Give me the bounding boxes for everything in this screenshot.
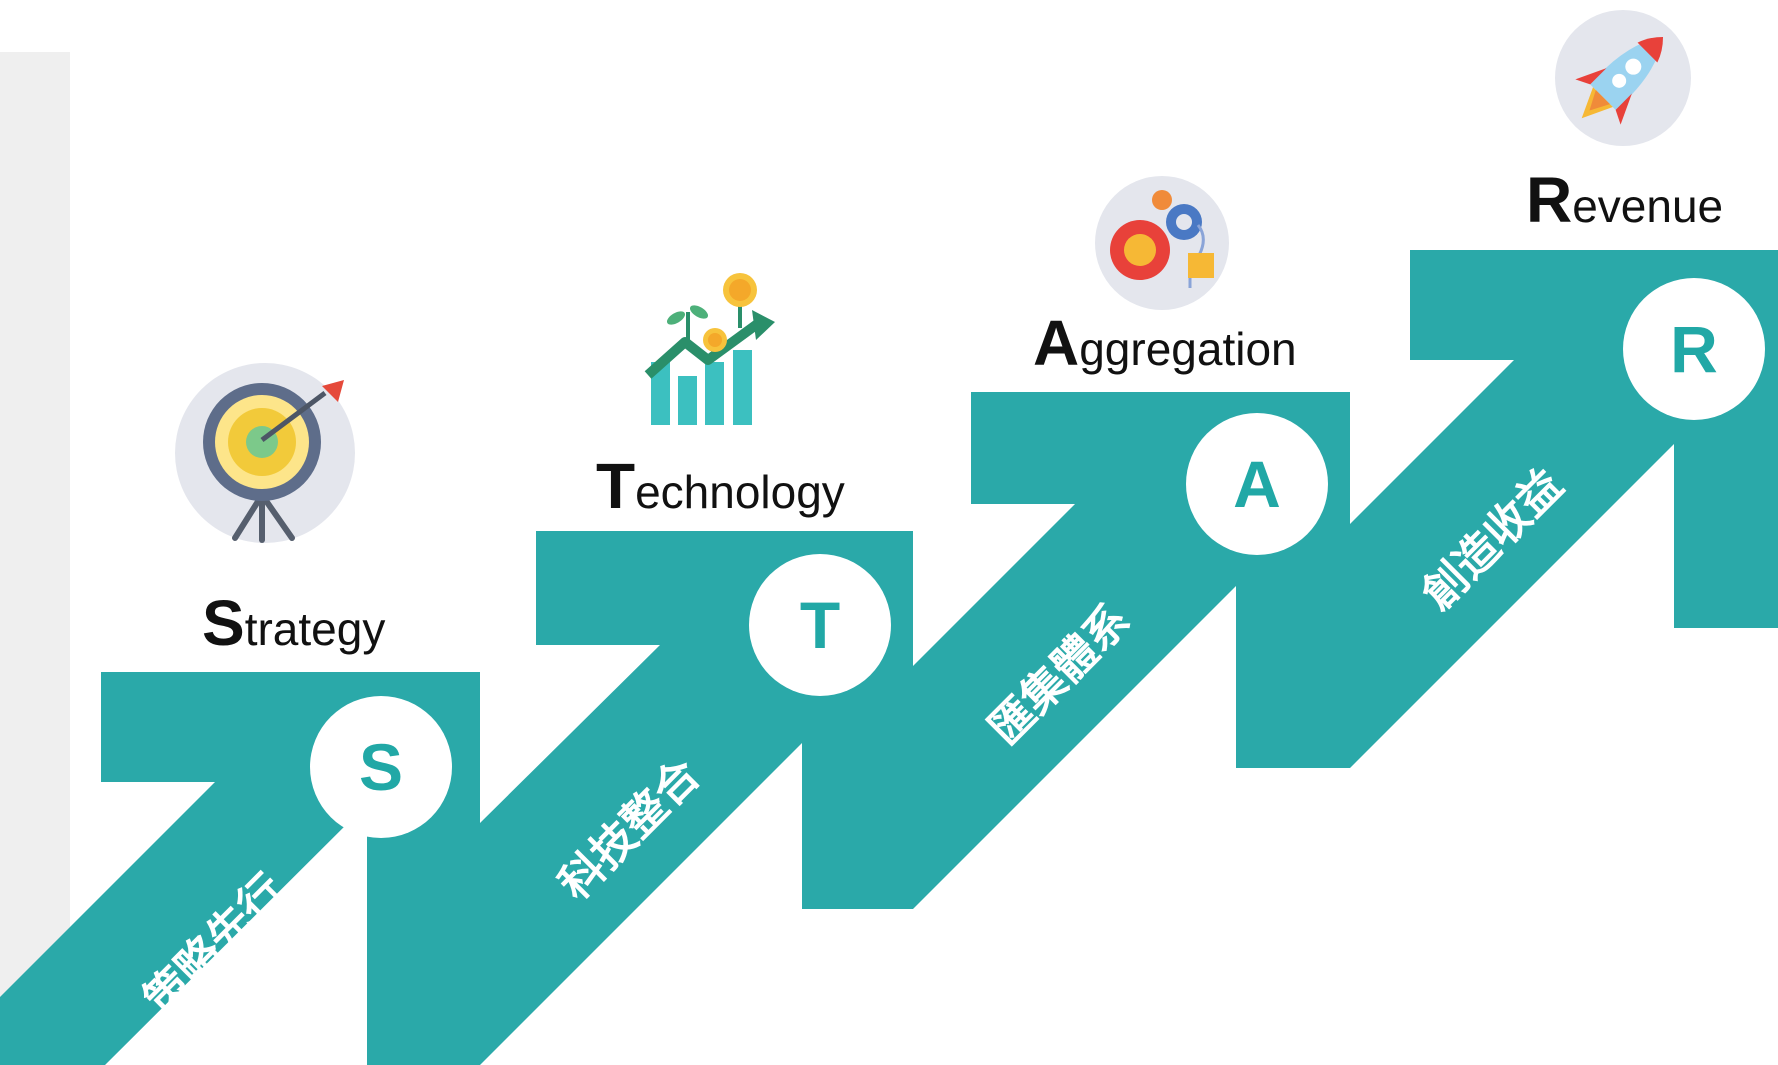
side-panel <box>0 52 70 1065</box>
step-title: Technology <box>596 450 845 522</box>
rocket-icon <box>1555 10 1691 146</box>
title-initial: A <box>1033 307 1079 379</box>
step-title: Strategy <box>202 587 385 659</box>
step-strategy: Strategy S 策略先行 <box>134 363 452 1025</box>
title-initial: T <box>596 450 635 522</box>
gears-icon <box>1095 176 1229 310</box>
title-rest: trategy <box>245 603 386 655</box>
badge-letter: R <box>1670 312 1718 386</box>
target-icon <box>175 363 355 543</box>
letter-badge <box>310 696 452 838</box>
title-rest: echnology <box>635 466 845 518</box>
step-title: Revenue <box>1526 164 1723 236</box>
title-rest: ggregation <box>1079 323 1296 375</box>
badge-letter: A <box>1233 447 1281 521</box>
title-rest: evenue <box>1572 180 1723 232</box>
growth-chart-icon <box>644 273 775 425</box>
badge-letter: T <box>800 588 840 662</box>
title-initial: S <box>202 587 245 659</box>
badge-letter: S <box>359 730 403 804</box>
staircase-band <box>0 250 1778 1065</box>
letter-badge <box>1623 278 1765 420</box>
step-title: Aggregation <box>1033 307 1297 379</box>
title-initial: R <box>1526 164 1572 236</box>
letter-badge <box>1186 413 1328 555</box>
letter-badge <box>749 554 891 696</box>
